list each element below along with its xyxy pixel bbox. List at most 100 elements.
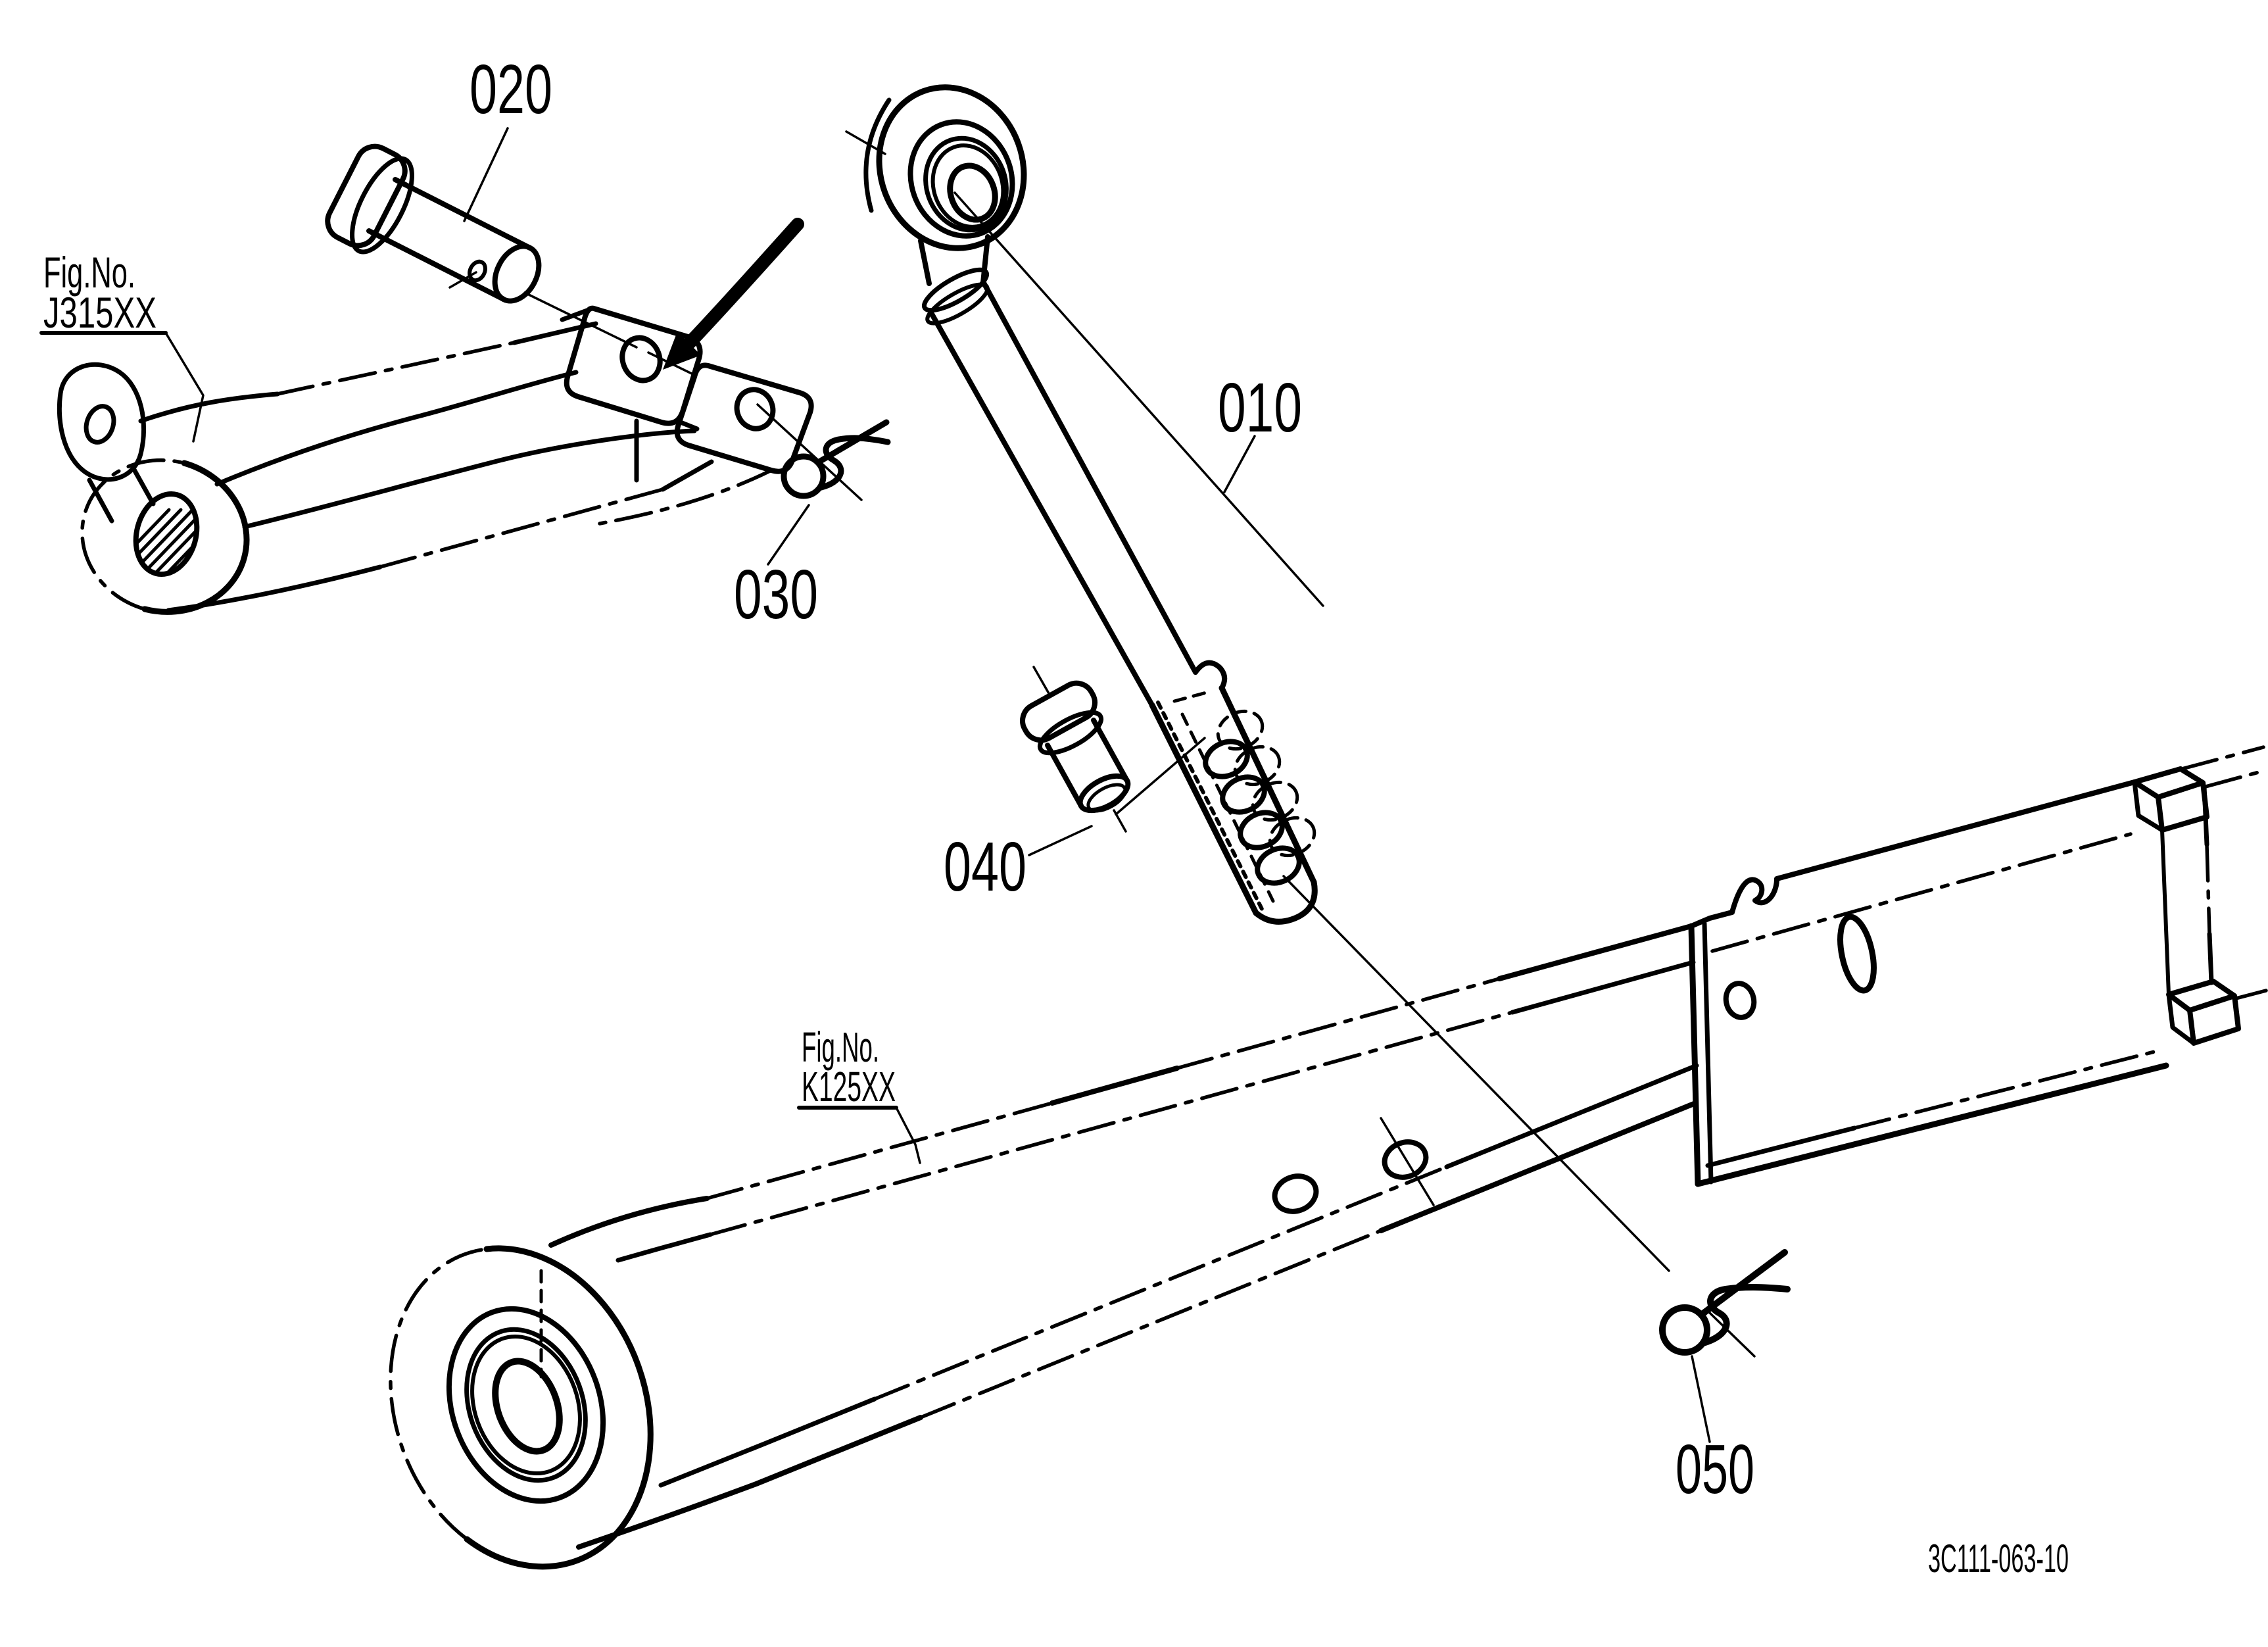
clevis-pin-020 (325, 127, 638, 349)
plate-oval-slot (1837, 914, 1877, 994)
rod-end-back-contour (863, 97, 892, 213)
rod-end-ball-ring (923, 135, 1009, 233)
part-label-030: 030 (734, 556, 818, 633)
rod-shaft-edge (927, 308, 1155, 708)
clamp-vertical-edge (2207, 931, 2214, 985)
figure-ref-leader (895, 1106, 921, 1164)
center-line (756, 403, 863, 501)
pin-040-head-rim (1037, 710, 1104, 756)
turnbuckle-bottom (1253, 879, 1318, 925)
plate-bottom-edge (1695, 1062, 2169, 1187)
pin-020-head (325, 143, 408, 249)
arm-lug-connector (132, 467, 156, 506)
turnbuckle-hidden-slot (1172, 690, 1211, 703)
link-bottom-edge (576, 1415, 923, 1550)
leader-line-040 (1028, 825, 1093, 856)
center-line (448, 271, 477, 289)
clip-030-loop (781, 453, 827, 499)
link-top-edge-phantom (705, 1101, 1054, 1200)
pin-020-axis-line (523, 291, 638, 349)
rod-neck-edge (980, 234, 990, 285)
link-bottom-inner-edge (1444, 1063, 1699, 1169)
clamp-inner-vertical (2160, 828, 2171, 996)
lower-link (389, 745, 2268, 1570)
hairpin-clip-050 (1282, 875, 1791, 1443)
clip-030-wavy-leg (818, 435, 891, 491)
figure-ref-k125-prefix: Fig.No. (802, 1023, 879, 1071)
rod-collar (921, 267, 990, 313)
figure-ref-k125: Fig.No. K125XX (797, 1023, 921, 1164)
hairpin-clip-030 (647, 351, 891, 566)
rod-bore-center-line (953, 191, 1324, 607)
pin-020-tip (492, 243, 542, 304)
clip-050-axis-line (1708, 1312, 1756, 1358)
clip-050-loop (1659, 1304, 1710, 1356)
figure-ref-j315-code: J315XX (43, 288, 157, 337)
pin-020-cotter-hole (468, 259, 487, 283)
arm-mid-edge (214, 370, 579, 487)
link-bottom-edge (1378, 1101, 1697, 1233)
figure-ref-j315-prefix: Fig.No. (43, 248, 135, 297)
arm-bottom-edge (166, 564, 383, 613)
arrow-tail (683, 218, 804, 350)
hatch-line (128, 508, 171, 581)
plate-bottom-inner (1705, 1125, 1857, 1168)
link-top-edge-phantom (1175, 977, 1501, 1070)
clamp-vertical-phantom (2205, 843, 2211, 936)
rod-end-ball-outer (907, 119, 1015, 239)
link-top-rear-edge (615, 1232, 713, 1263)
link-eye-ring (464, 1327, 588, 1483)
plate-bottom-inner-phantom (1852, 1048, 2164, 1130)
hatch-line (128, 508, 195, 581)
pin-040-shank-edge (1045, 743, 1084, 808)
part-label-020: 020 (470, 51, 552, 128)
plate-left-edge-inner (1702, 921, 1714, 1185)
rod-end-housing (876, 84, 1027, 251)
pin-020-head-rim (350, 156, 414, 255)
clip-050-straight-leg (1698, 1249, 1788, 1318)
clamp-phantom-line (2180, 745, 2265, 771)
arm-top-edge-phantom (276, 341, 516, 396)
link-bottom-edge-phantom (919, 1229, 1383, 1419)
pin-040-insertion-line (1115, 737, 1206, 816)
link-hole-axis-line (1380, 1117, 1435, 1206)
arm-bottom-near-clevis-phantom (598, 468, 773, 526)
turnbuckle-hidden-hole (1268, 816, 1316, 858)
plate-mid-phantom (1710, 832, 2133, 953)
clamp-vertical-edge (2202, 784, 2209, 847)
pin-040-tip (1077, 773, 1131, 814)
turnbuckle-right-edge (1218, 685, 1317, 885)
clamp-top-side (2132, 779, 2165, 833)
arm-small-lug-hole (84, 404, 116, 445)
leader-line-030 (767, 504, 810, 566)
turnbuckle-hidden-hole (1251, 780, 1299, 822)
leader-line-050 (1691, 1355, 1711, 1443)
arm-bottom-edge-phantom (378, 487, 665, 569)
clip-050-wavy-leg (1700, 1284, 1791, 1346)
turnbuckle-hole (1220, 774, 1267, 815)
link-top-rear-edge (1510, 960, 1696, 1015)
plate-left-edge (1688, 923, 1701, 1187)
clevis-lower-lug (674, 362, 814, 474)
link-top-edge (1050, 1066, 1180, 1106)
arm-bottom-edge (660, 459, 714, 492)
clip-050-axis-line (1282, 875, 1670, 1272)
part-label-040: 040 (944, 828, 1026, 906)
arm-top-edge (138, 391, 280, 424)
part-label-010: 010 (1218, 369, 1302, 447)
part-labels: 020 010 030 040 050 (470, 51, 1754, 1508)
hatch-line (128, 508, 205, 581)
clamp-bottom-front (2187, 993, 2241, 1046)
figure-ref-leader (164, 332, 205, 443)
hatch-line (144, 508, 205, 581)
arm-low-edge (242, 428, 697, 529)
plate-hook-cutout (1729, 877, 1779, 915)
clevis-upper-lug (564, 305, 703, 426)
pin-020-shank-edge (393, 177, 533, 251)
pin-040 (1020, 666, 1206, 856)
link-eye-ring (470, 1334, 582, 1476)
link-eye-boss (446, 1306, 606, 1504)
rod-end-bore (947, 162, 998, 223)
clamp-bottom-side (2166, 992, 2196, 1046)
